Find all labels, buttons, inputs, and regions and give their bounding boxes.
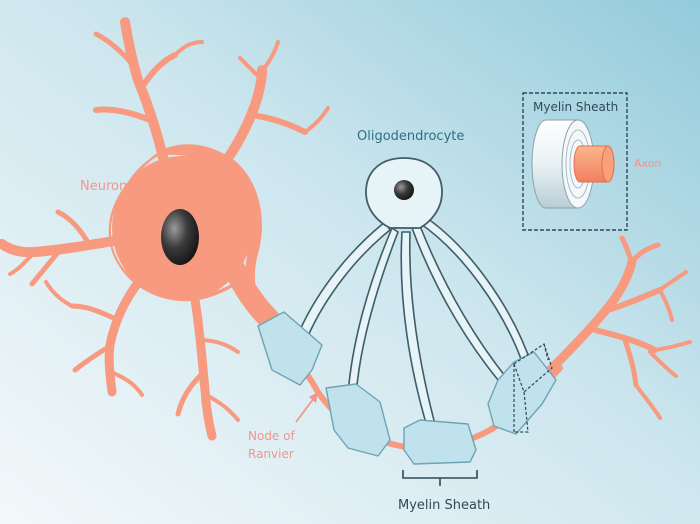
sheath-4 bbox=[487, 351, 557, 435]
dendrite-bottom-left-branch bbox=[72, 342, 115, 373]
axon-terminal bbox=[543, 235, 692, 420]
terminal-branch-9 bbox=[648, 350, 678, 378]
sheath-3 bbox=[403, 419, 477, 465]
terminal-branch-7 bbox=[622, 337, 639, 388]
dendrite-left-branch bbox=[29, 247, 63, 287]
dendrite-bottom-left-branch4 bbox=[44, 280, 74, 308]
node-arrow bbox=[295, 392, 318, 423]
dendrite-top-right-branch2 bbox=[303, 106, 330, 134]
terminal-branch-2 bbox=[629, 242, 661, 265]
nucleus-icon bbox=[161, 209, 199, 265]
dendrite-top-left-branch3 bbox=[93, 106, 153, 123]
dendrite-top-left-branch4 bbox=[173, 40, 204, 57]
sheath-2 bbox=[325, 383, 391, 457]
terminal-branch-8 bbox=[634, 383, 662, 420]
axon-hillock bbox=[224, 259, 281, 331]
dendrite-top-left-branch2 bbox=[93, 31, 135, 67]
dendrite-bottom-branch2 bbox=[204, 393, 240, 422]
terminal-branch-10 bbox=[658, 288, 674, 322]
label-neuron: Neuron bbox=[80, 179, 127, 194]
terminal-branch-3 bbox=[605, 287, 663, 313]
inset-box bbox=[522, 92, 628, 231]
dendrite-top-right-branch3 bbox=[260, 40, 280, 74]
label-myelin-sheath-inset: Myelin Sheath bbox=[533, 100, 618, 114]
cross-section-marker bbox=[513, 343, 553, 433]
label-oligodendrocyte: Oligodendrocyte bbox=[357, 129, 464, 144]
terminal-main bbox=[543, 257, 637, 377]
dendrite-top-left-branch bbox=[137, 52, 178, 93]
dendrite-bottom-branch bbox=[175, 369, 207, 417]
dendrite-left-branch3 bbox=[55, 209, 93, 249]
myelin-inset bbox=[522, 92, 628, 231]
dendrite-top-right-branch4 bbox=[238, 56, 264, 82]
dendrite-left-branch2 bbox=[8, 250, 37, 276]
dendrite-top-right-branch bbox=[249, 112, 308, 135]
oligodendrocyte-nucleus-icon bbox=[394, 180, 414, 200]
dendrite-bottom bbox=[190, 295, 217, 441]
inset-axon-face bbox=[601, 145, 615, 183]
dendrite-bottom-left-branch3 bbox=[109, 370, 144, 397]
label-node-line1: Node of bbox=[248, 429, 295, 443]
label-myelin-sheath-bottom: Myelin Sheath bbox=[398, 498, 490, 513]
bottom-bracket bbox=[402, 470, 478, 486]
dendrite-bottom-left-branch2 bbox=[69, 303, 121, 323]
neuron bbox=[0, 17, 330, 441]
myelin-sheaths bbox=[257, 311, 557, 465]
label-axon: Axon bbox=[634, 157, 661, 170]
terminal-branch-4 bbox=[658, 270, 688, 292]
dendrite-bottom-branch3 bbox=[198, 338, 240, 354]
sheath-1 bbox=[257, 311, 323, 386]
terminal-branch-6 bbox=[653, 340, 692, 352]
label-node-line2: Ranvier bbox=[248, 447, 294, 461]
